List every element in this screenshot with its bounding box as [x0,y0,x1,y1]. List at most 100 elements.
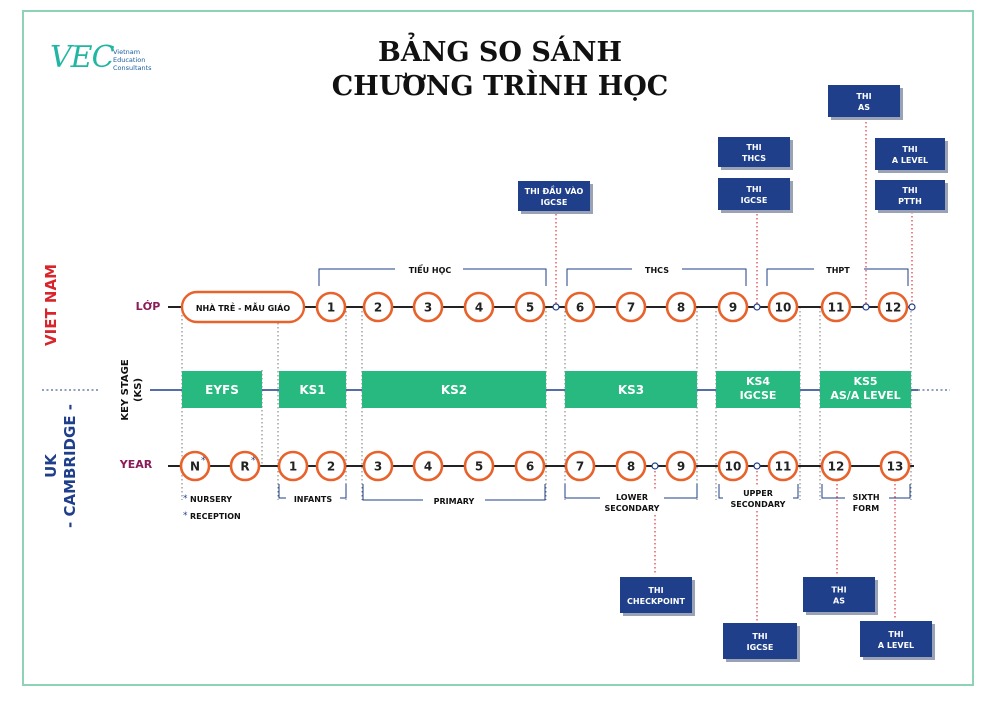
uk-year-12: 12 [820,450,852,482]
uk-year-reception-ring [229,450,261,482]
nursery-note: NURSERY [190,495,232,504]
vn-grade-7: 7 [615,291,647,323]
tieu-hoc-label-bg [395,263,463,275]
vn-grade-4: 4 [463,291,495,323]
vn-grade-5-label: 5 [526,301,534,315]
exam-vn-alevel-line-2: A LEVEL [892,156,928,165]
uk-year-2: 2 [315,450,347,482]
uk-year-4-ring [412,450,444,482]
vn-grade-12-ring [877,291,909,323]
uk-year-10: 10 [717,450,749,482]
lower-secondary-label: SECONDARY [605,504,660,513]
uk-year-4: 4 [412,450,444,482]
uk-year-13-label: 13 [887,460,904,474]
uk-year-13-ring [879,450,911,482]
vn-grade-2: 2 [362,291,394,323]
vn-grade-11: 11 [820,291,852,323]
vn-row-label: LỚP [136,300,161,313]
vn-grade-3-label: 3 [424,301,432,315]
vn-grade-9-ring [717,291,749,323]
upper-secondary-label-bg [723,487,793,509]
vn-grade-5-ring [514,291,546,323]
sixth-form-label-bg [845,491,889,513]
infants-label: INFANTS [294,495,333,504]
stage-ks4-sublabel: IGCSE [740,389,777,402]
exam-uk-alevel-line-2: A LEVEL [878,641,914,650]
uk-year-5-label: 5 [475,460,483,474]
exam-boxes: THI ĐẦU VÀOIGCSETHITHCSTHIIGCSETHIASTHIA… [518,85,948,662]
stage-ks1-bar [279,371,346,408]
stage-ks1-label: KS1 [299,383,325,397]
exam-vn-as-line-1: THI [856,92,871,101]
form-label: FORM [853,504,879,513]
exam-vn-igcse-entry-box [518,181,590,211]
exam-vn-igcse-entry-line-1: THI ĐẦU VÀO [525,184,584,196]
exam-vn-thcs-line-1: THI [746,143,761,152]
vietnam-side-label: VIET NAM [42,264,60,346]
uk-year-8: 8 [615,450,647,482]
exam-connector-lines [555,118,913,622]
uk-year-12-ring [820,450,852,482]
logo-line: Education [113,56,146,64]
uk-year-nursery-ring [179,450,211,482]
exam-uk-as-box [803,577,875,612]
title-line-1: BẢNG SO SÁNH [378,37,622,68]
uk-year-1-ring [277,450,309,482]
stage-ks2-label: KS2 [441,383,467,397]
uk-year-7-label: 7 [576,460,584,474]
key-stage-abbr-label: (KS) [133,378,144,402]
vn-grade-11-ring [820,291,852,323]
uk-year-1: 1 [277,450,309,482]
exam-vn-as-line-2: AS [858,103,870,112]
primary-label: PRIMARY [434,497,475,506]
vn-grade-4-label: 4 [475,301,483,315]
exam-vn-igcse-line-2: IGCSE [741,196,768,205]
uk-year-8-ring [615,450,647,482]
stage-eyfs-bar [182,371,262,408]
thcs-label: THCS [645,266,669,275]
vn-grade-6-ring [564,291,596,323]
stage-eyfs-label: EYFS [205,383,239,397]
exam-uk-checkpoint-line-2: CHECKPOINT [627,597,685,606]
stage-eyfs: EYFS [182,371,262,408]
thpt-label: THPT [826,266,850,275]
vn-grade-6: 6 [564,291,596,323]
uk-year-1-label: 1 [289,460,297,474]
vn-grade-1-ring [315,291,347,323]
uk-year-nursery: N* [179,450,211,482]
lower-secondary-label-bg [600,491,664,513]
exam-vn-ptth-line-2: PTTH [898,197,922,206]
logo-subtitle: Vietnam Education Consultants [113,48,183,72]
infants-label-bg [286,493,340,504]
exam-junction-dot [651,462,659,470]
uk-year-11: 11 [767,450,799,482]
vn-grade-3: 3 [412,291,444,323]
thpt-label-bg [814,263,864,275]
exam-junction-dot [753,462,761,470]
vn-grade-8-ring [665,291,697,323]
exam-vn-as-box [828,85,900,117]
vn-grade-12-label: 12 [885,301,902,315]
upper-label: UPPER [743,489,773,498]
exam-junction-dot [862,303,870,311]
vn-grade-10: 10 [767,291,799,323]
stage-ks4-label: KS4 [746,375,770,388]
uk-year-2-label: 2 [327,460,335,474]
vn-grade-9: 9 [717,291,749,323]
exam-junction-dot [552,303,560,311]
vn-grade-10-label: 10 [775,301,792,315]
exam-uk-as-line-1: THI [831,586,846,595]
nursery-note-star: * [183,494,188,504]
vn-grade-8-label: 8 [677,301,685,315]
stage-ks2: KS2 [362,371,546,408]
vn-grade-2-label: 2 [374,301,382,315]
uk-year-7: 7 [564,450,596,482]
stage-ks5-bar [820,371,911,408]
